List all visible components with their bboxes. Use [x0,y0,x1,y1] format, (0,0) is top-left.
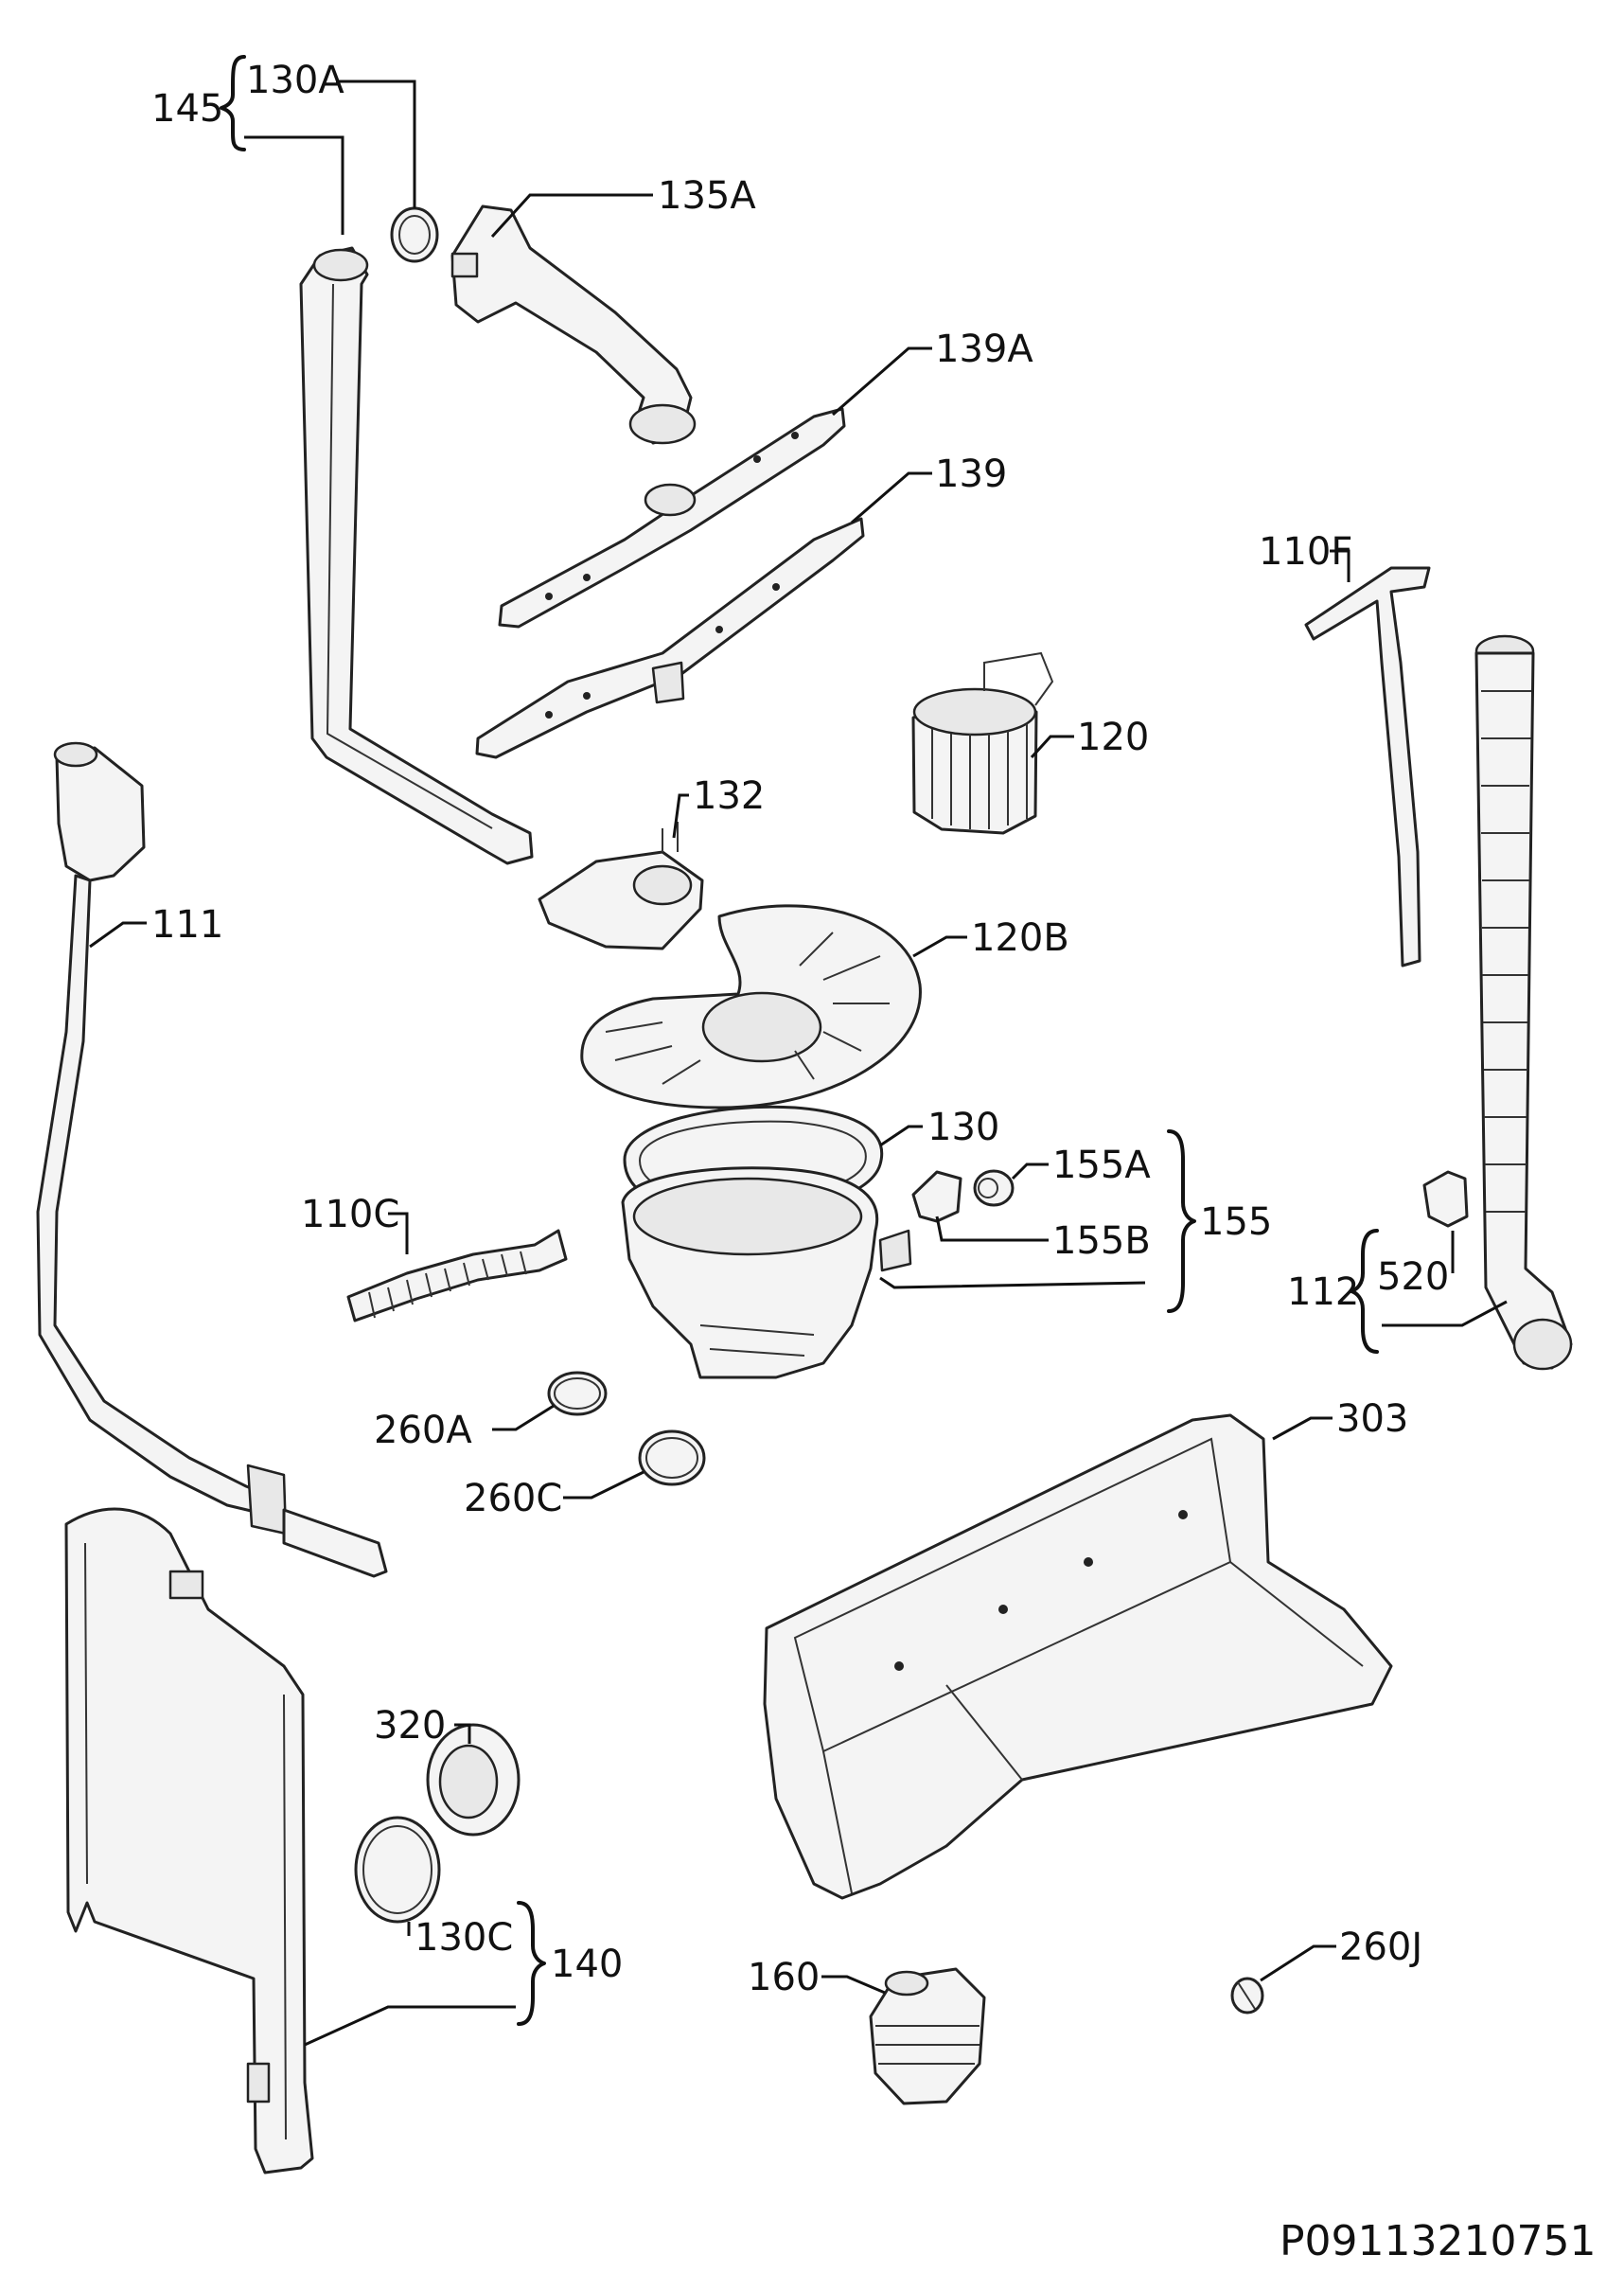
label-260c: 260C [464,1477,562,1520]
part-112-outlet-hose [1474,634,1573,1371]
part-135a-upper-connector [450,204,697,445]
brace-145 [220,55,246,151]
part-160-drain-pump [869,1967,986,2105]
part-260j-clamp [1230,1977,1264,2015]
part-260a-clamp [547,1371,608,1416]
label-303: 303 [1336,1397,1408,1441]
part-132-bracket [538,822,704,950]
label-140: 140 [551,1943,623,1986]
label-130: 130 [927,1106,999,1149]
label-139: 139 [935,453,1007,496]
part-260c-clamp [638,1429,706,1486]
label-120b: 120B [971,916,1069,960]
label-110c: 110C [301,1193,399,1236]
part-110c-drain-hose [346,1229,568,1322]
reference-code: P09113210751 [1280,2217,1596,2265]
part-111-inlet-hose [36,741,388,1578]
part-320-seal [426,1723,521,1837]
label-145: 145 [151,87,223,131]
leader-lines [89,55,1508,2047]
part-labels: 145 130A 135A 139A 139 110F 120 132 111 … [151,59,1596,2265]
part-145-supply-pipe [299,246,534,865]
part-130c-ring [354,1816,441,1924]
part-120b-filter-plate [580,904,922,1109]
label-155b: 155B [1052,1219,1151,1263]
label-320: 320 [374,1704,446,1748]
brace-140 [517,1901,546,2026]
brace-112 [1350,1229,1379,1354]
label-520: 520 [1377,1255,1449,1299]
label-111: 111 [151,903,223,947]
label-110f: 110F [1259,530,1352,574]
part-155b-flap [911,1170,962,1223]
part-139-lower-spray-arm [475,517,865,759]
part-139a-upper-spray-arm [498,407,846,629]
part-520-clip [1422,1170,1469,1228]
part-120-filter [911,651,1054,835]
part-130a-o-ring [390,206,439,263]
label-130c: 130C [415,1916,513,1960]
part-sump-body [621,1166,912,1379]
part-110f-vent-hose [1304,566,1431,967]
label-130a: 130A [246,59,344,102]
label-135a: 135A [658,174,756,218]
label-139a: 139A [935,328,1033,371]
part-140-side-panel [64,1507,314,2174]
label-155a: 155A [1052,1144,1151,1187]
label-160: 160 [748,1956,820,1999]
label-260j: 260J [1339,1926,1422,1969]
label-260a: 260A [374,1409,472,1452]
label-120: 120 [1077,716,1149,759]
part-303-base-tray [763,1413,1393,1900]
part-155a-bush [973,1169,1015,1207]
brace-155 [1167,1129,1196,1313]
label-132: 132 [693,774,765,818]
label-155: 155 [1200,1200,1272,1244]
label-112: 112 [1287,1270,1359,1314]
